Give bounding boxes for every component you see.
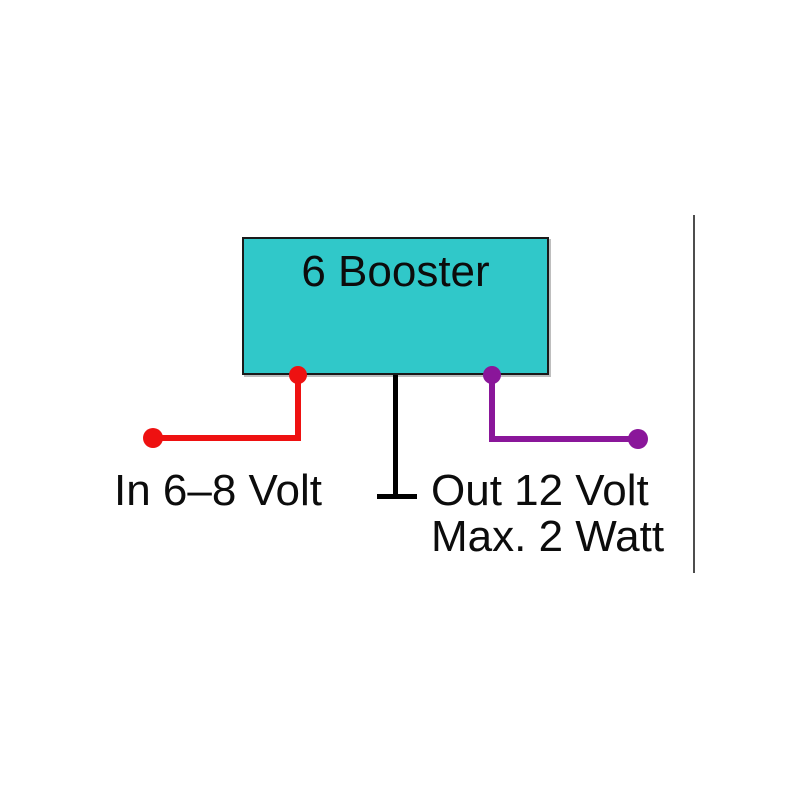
- output-terminal-dot: [628, 429, 648, 449]
- ground-symbol-bar: [377, 494, 417, 499]
- output-label: Out 12 Volt Max. 2 Watt: [431, 468, 664, 560]
- booster-box: [242, 237, 549, 375]
- output-pin-dot: [483, 366, 501, 384]
- input-pin-dot: [289, 366, 307, 384]
- page-edge-line: [693, 215, 695, 573]
- booster-box-title: 6 Booster: [301, 247, 490, 296]
- output-label-line2: Max. 2 Watt: [431, 512, 665, 561]
- input-wire-horizontal: [153, 435, 298, 441]
- ground-wire-vertical: [393, 375, 398, 497]
- output-wire-vertical: [489, 375, 495, 442]
- input-label: In 6–8 Volt: [114, 466, 322, 515]
- input-terminal-dot: [143, 428, 163, 448]
- output-label-line1: Out 12 Volt: [431, 466, 649, 515]
- output-wire-horizontal: [492, 436, 638, 442]
- input-wire-vertical: [295, 375, 301, 441]
